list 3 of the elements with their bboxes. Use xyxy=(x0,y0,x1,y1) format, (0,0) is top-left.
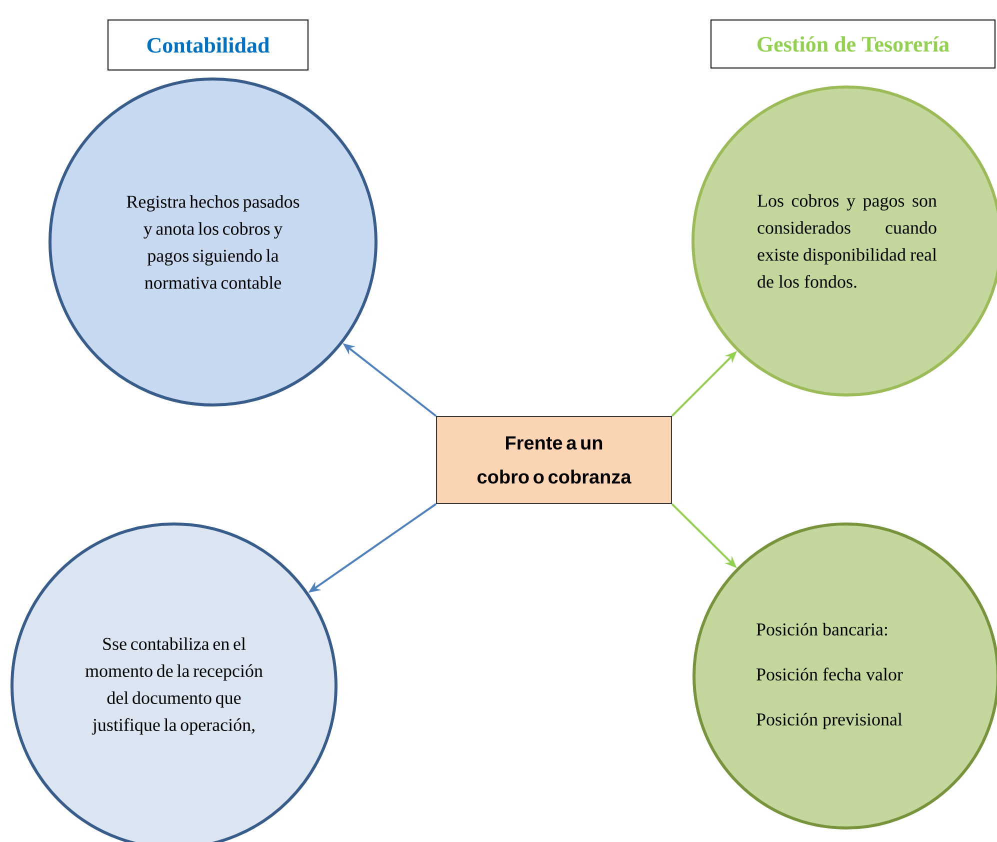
central-box: Frente a un cobro o cobranza xyxy=(436,416,672,504)
heading-box: Contabilidad xyxy=(108,20,308,70)
heading-box: Gestión de Tesorería xyxy=(710,20,996,68)
